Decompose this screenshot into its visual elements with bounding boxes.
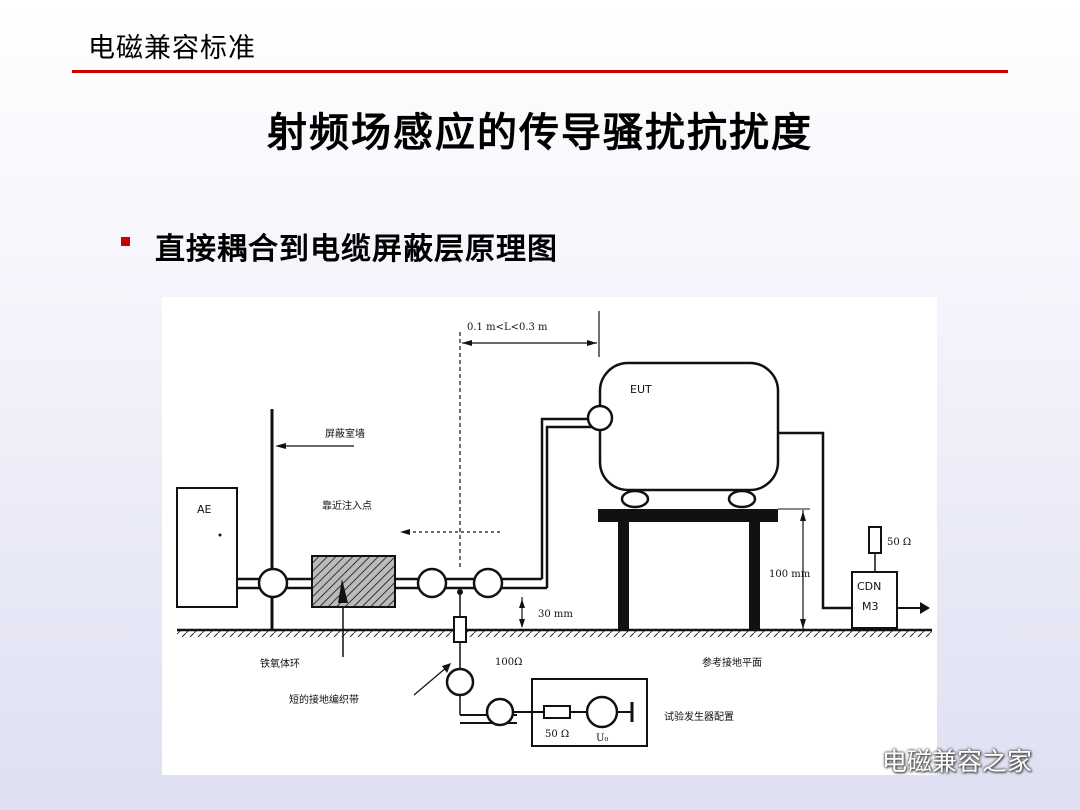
resistor-100 bbox=[453, 616, 467, 643]
ferrite-ring bbox=[416, 567, 448, 599]
table bbox=[598, 509, 778, 630]
label-near-injection: 靠近注入点 bbox=[322, 499, 372, 512]
label-height-30: 30 mm bbox=[538, 609, 573, 620]
resistor-50-gen bbox=[543, 705, 571, 719]
schematic-diagram: 0.1 m<L<0.3 m EUT AE 屏蔽室墙 靠近注入点 铁氧体环 短的接… bbox=[176, 311, 932, 747]
label-generator: 试验发生器配置 bbox=[664, 710, 734, 723]
bullet-text: 直接耦合到电缆屏蔽层原理图 bbox=[155, 232, 558, 267]
dimension-distance bbox=[459, 311, 600, 567]
slide-title: 射频场感应的传导骚扰抗扰度 bbox=[267, 109, 813, 156]
label-shield-wall: 屏蔽室墙 bbox=[325, 427, 365, 440]
cable bbox=[778, 431, 852, 610]
header-title: 电磁兼容标准 bbox=[88, 33, 256, 64]
resistor-50-top bbox=[868, 526, 882, 554]
label-r50-gen: 50 Ω bbox=[545, 729, 569, 740]
label-ae: AE bbox=[197, 503, 212, 516]
watermark: 电磁兼容之家 bbox=[826, 743, 1032, 777]
label-ferrite: 铁氧体环 bbox=[260, 657, 300, 670]
label-u0: U₀ bbox=[596, 733, 608, 744]
ferrite-ring bbox=[586, 404, 614, 432]
label-r100: 100Ω bbox=[495, 657, 522, 668]
output-arrow bbox=[920, 602, 930, 614]
ae-box bbox=[176, 487, 238, 608]
ground-plane bbox=[177, 628, 932, 637]
label-distance: 0.1 m<L<0.3 m bbox=[467, 322, 548, 333]
label-r50-top: 50 Ω bbox=[887, 537, 911, 548]
label-height-100: 100 mm bbox=[769, 569, 811, 580]
label-eut: EUT bbox=[630, 383, 652, 396]
label-cdn: CDN bbox=[857, 580, 881, 593]
header-rule bbox=[72, 70, 1008, 73]
ferrite-ring bbox=[257, 567, 289, 599]
cable bbox=[237, 417, 600, 590]
wechat-icon bbox=[827, 745, 871, 774]
ferrite-ring bbox=[445, 667, 475, 697]
watermark-text: 电磁兼容之家 bbox=[882, 747, 1033, 776]
voltage-source bbox=[585, 695, 619, 729]
label-ground-plane: 参考接地平面 bbox=[702, 656, 762, 669]
eut-box bbox=[598, 361, 780, 492]
ferrite-ring bbox=[485, 697, 515, 727]
ferrite-ring bbox=[472, 567, 504, 599]
label-short-braid: 短的接地编织带 bbox=[289, 693, 359, 706]
schematic-figure: 0.1 m<L<0.3 m EUT AE 屏蔽室墙 靠近注入点 铁氧体环 短的接… bbox=[162, 297, 937, 775]
bullet-marker bbox=[121, 237, 130, 246]
label-m3: M3 bbox=[862, 600, 879, 613]
injection-clamp bbox=[311, 555, 396, 608]
